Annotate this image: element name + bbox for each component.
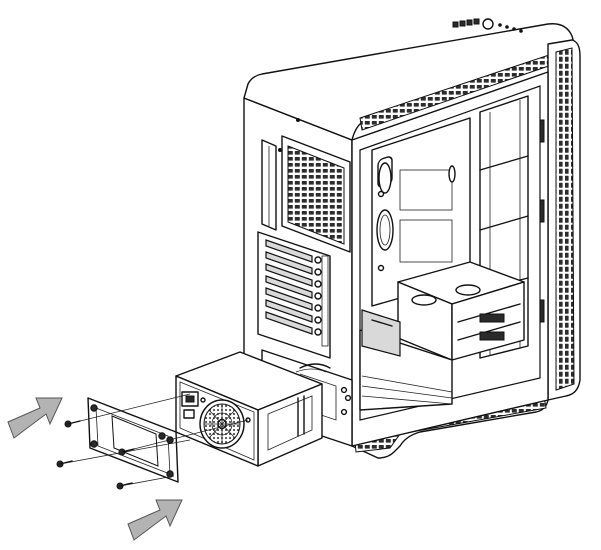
rear-fan-mesh bbox=[287, 145, 345, 245]
screw-icon bbox=[116, 482, 133, 490]
screw-icon bbox=[56, 460, 73, 468]
screw-icon bbox=[118, 448, 135, 456]
cable-grommet bbox=[448, 165, 456, 183]
usb-port-icon bbox=[473, 18, 480, 25]
psu-cable bbox=[299, 363, 331, 369]
bracket-hole bbox=[90, 404, 98, 412]
bracket-hole bbox=[90, 440, 98, 448]
bracket-hole bbox=[166, 470, 174, 478]
power-switch-icon bbox=[183, 409, 195, 419]
usb-port-icon bbox=[452, 21, 459, 28]
usb-port-icon bbox=[459, 20, 466, 27]
fan-icon bbox=[199, 399, 245, 449]
power-button-icon bbox=[482, 18, 494, 30]
guide-line bbox=[67, 393, 191, 425]
arrow-right-icon bbox=[127, 499, 183, 541]
led-icon bbox=[519, 29, 523, 33]
guide-line bbox=[121, 419, 249, 453]
psu-mounting-bracket bbox=[87, 397, 179, 483]
led-icon bbox=[512, 27, 516, 31]
power-supply-unit bbox=[175, 351, 331, 467]
led-icon bbox=[505, 25, 509, 29]
hdd-cage bbox=[397, 261, 525, 361]
pci-expansion-slots bbox=[257, 231, 331, 359]
cable-grommet bbox=[378, 162, 392, 194]
screw-icon bbox=[64, 420, 81, 428]
front-mesh bbox=[555, 47, 575, 391]
usb-port-icon bbox=[466, 19, 473, 26]
screws bbox=[56, 393, 249, 490]
case-top-panel bbox=[243, 23, 577, 141]
top-io-panel bbox=[452, 18, 523, 33]
cable-grommet bbox=[376, 209, 394, 251]
led-icon bbox=[498, 23, 502, 27]
arrow-right-icon bbox=[7, 397, 63, 439]
pc-case bbox=[243, 18, 581, 459]
